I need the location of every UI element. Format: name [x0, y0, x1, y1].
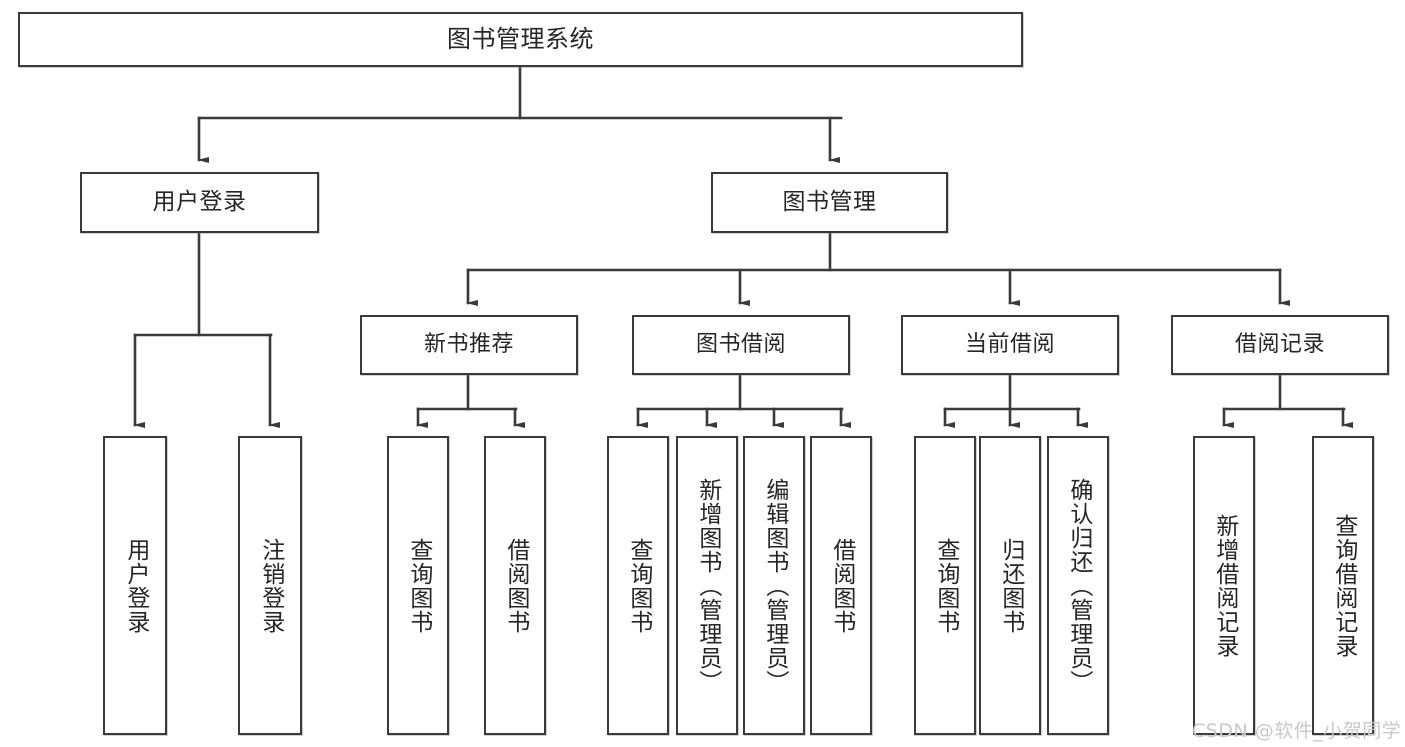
node-leaf-query-record-label: 查询借阅记录: [1330, 513, 1357, 658]
node-current-borrow[interactable]: 当前借阅: [901, 315, 1119, 375]
node-borrow-record[interactable]: 借阅记录: [1171, 315, 1389, 375]
node-leaf-confirm-return[interactable]: 确认归还（管理员）: [1047, 436, 1109, 735]
node-book-borrow[interactable]: 图书借阅: [632, 315, 850, 375]
node-current-borrow-label: 当前借阅: [964, 332, 1055, 358]
node-leaf-confirm-return-label: 确认归还（管理员）: [1065, 477, 1092, 694]
node-leaf-return-book[interactable]: 归还图书: [979, 436, 1041, 735]
node-book-manage-label: 图书管理: [782, 189, 877, 216]
node-leaf-user-login-label: 用户登录: [122, 537, 149, 634]
node-leaf-edit-book[interactable]: 编辑图书（管理员）: [743, 436, 805, 735]
node-user-login-label: 用户登录: [152, 189, 247, 216]
node-leaf-add-book[interactable]: 新增图书（管理员）: [676, 436, 738, 735]
node-root[interactable]: 图书管理系统: [18, 12, 1023, 67]
node-root-label: 图书管理系统: [447, 24, 594, 53]
node-leaf-add-book-label: 新增图书（管理员）: [694, 477, 721, 694]
node-leaf-query-book-current[interactable]: 查询图书: [914, 436, 976, 735]
node-new-book-recommend-label: 新书推荐: [423, 332, 514, 358]
node-leaf-query-book-borrow[interactable]: 查询图书: [607, 436, 669, 735]
node-leaf-return-book-label: 归还图书: [997, 537, 1024, 634]
node-user-login[interactable]: 用户登录: [80, 172, 319, 233]
node-leaf-query-book-borrow-label: 查询图书: [625, 537, 652, 634]
node-leaf-user-logout-label: 注销登录: [257, 537, 284, 634]
node-leaf-query-record[interactable]: 查询借阅记录: [1312, 436, 1374, 735]
node-leaf-borrow-book-label: 借阅图书: [828, 537, 855, 634]
node-book-borrow-label: 图书借阅: [695, 332, 786, 358]
node-leaf-query-book-current-label: 查询图书: [932, 537, 959, 634]
node-leaf-add-record-label: 新增借阅记录: [1211, 513, 1238, 658]
node-leaf-add-record[interactable]: 新增借阅记录: [1193, 436, 1255, 735]
node-leaf-query-book-rec[interactable]: 查询图书: [387, 436, 449, 735]
node-leaf-borrow-book[interactable]: 借阅图书: [810, 436, 872, 735]
node-new-book-recommend[interactable]: 新书推荐: [360, 315, 578, 375]
node-borrow-record-label: 借阅记录: [1234, 332, 1325, 358]
node-leaf-borrow-book-rec-label: 借阅图书: [502, 537, 529, 634]
node-leaf-edit-book-label: 编辑图书（管理员）: [761, 477, 788, 694]
node-leaf-user-login[interactable]: 用户登录: [103, 436, 167, 735]
node-leaf-borrow-book-rec[interactable]: 借阅图书: [484, 436, 546, 735]
node-book-manage[interactable]: 图书管理: [711, 172, 948, 233]
node-leaf-user-logout[interactable]: 注销登录: [238, 436, 302, 735]
node-leaf-query-book-rec-label: 查询图书: [405, 537, 432, 634]
csdn-watermark: CSDN @软件_小贺同学: [1192, 720, 1402, 742]
